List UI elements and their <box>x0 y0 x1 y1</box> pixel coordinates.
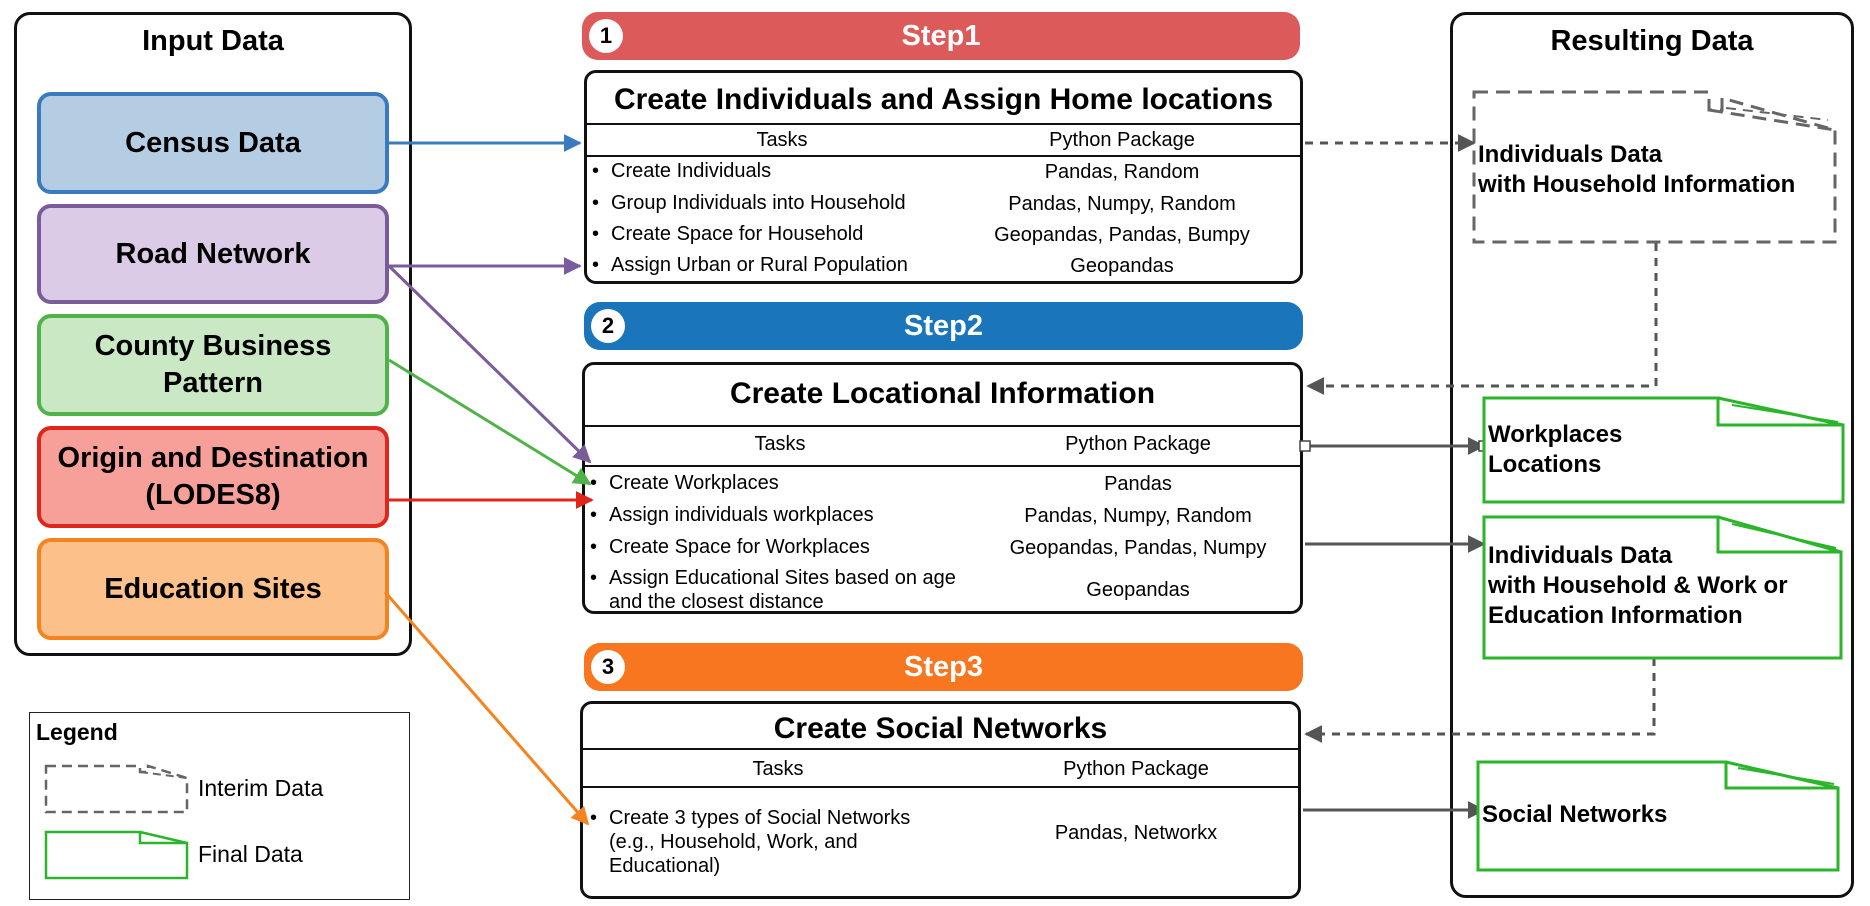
source-census-data: Census Data <box>37 92 389 194</box>
legend-interim-label: Interim Data <box>198 775 324 801</box>
legend-final-icon <box>44 830 189 880</box>
output-interim-label: Individuals Data with Household Informat… <box>1478 141 1796 198</box>
output-individuals-label: Individuals Data with Household & Work o… <box>1488 542 1788 629</box>
step3-banner: 3 Step3 <box>584 643 1303 691</box>
step3-divider-header <box>583 786 1298 788</box>
step2-task: Assign individuals workplaces <box>590 503 874 527</box>
legend-interim-icon <box>44 764 189 814</box>
step2-banner: 2 Step2 <box>584 302 1303 350</box>
step3-number-badge: 3 <box>591 650 625 684</box>
arrow-education-to-step3 <box>383 591 590 826</box>
step2-package-header: Python Package <box>1065 433 1211 455</box>
step2-task: Assign Educational Sites based on age an… <box>590 566 956 614</box>
step3-label: Step3 <box>904 650 983 683</box>
step2-label: Step2 <box>904 309 983 342</box>
legend-title: Legend <box>36 719 118 745</box>
interim-data-document <box>1472 90 1837 244</box>
arrow-road-to-step2 <box>387 264 592 464</box>
step3-title: Create Social Networks <box>773 712 1108 745</box>
step3-divider-top <box>583 748 1298 750</box>
step1-package-header: Python Package <box>1049 129 1195 151</box>
step1-task: Create Space for Household <box>592 222 863 246</box>
arrow-individuals-to-step3 <box>1304 658 1656 743</box>
step1-package: Pandas, Numpy, Random <box>1008 193 1236 215</box>
step2-divider-top <box>585 425 1300 427</box>
resulting-data-title: Resulting Data <box>1550 25 1754 57</box>
step1-task: Group Individuals into Household <box>592 191 906 215</box>
source-origin-destination: Origin and Destination (LODES8) <box>37 426 389 528</box>
step1-tasks-header: Tasks <box>756 129 808 151</box>
input-data-title: Input Data <box>142 25 284 57</box>
step1-task: Assign Urban or Rural Population <box>592 253 908 277</box>
source-education-sites: Education Sites <box>37 538 389 640</box>
step1-label: Step1 <box>901 19 981 52</box>
step1-package: Geopandas <box>1070 255 1174 277</box>
connector-handle <box>1299 440 1311 452</box>
step1-divider-top <box>587 123 1300 125</box>
step3-package-header: Python Package <box>1063 758 1209 780</box>
source-county-business-pattern: County Business Pattern <box>37 314 389 416</box>
arrow-interim-to-step2 <box>1306 243 1658 395</box>
step2-package: Geopandas <box>1086 579 1190 601</box>
step1-number-badge: 1 <box>589 19 623 53</box>
step1-package: Geopandas, Pandas, Bumpy <box>994 224 1250 246</box>
step1-box: Create Individuals and Assign Home locat… <box>584 70 1303 284</box>
legend-final-label: Final Data <box>198 841 303 867</box>
step2-package: Pandas, Numpy, Random <box>1024 505 1252 527</box>
step1-package: Pandas, Random <box>1044 161 1200 183</box>
step1-title: Create Individuals and Assign Home locat… <box>613 83 1274 116</box>
output-workplaces-label: Workplaces Locations <box>1488 421 1623 478</box>
step2-package: Geopandas, Pandas, Numpy <box>1009 537 1267 559</box>
step2-tasks-header: Tasks <box>754 433 806 455</box>
step3-box: Create Social Networks Tasks Python Pack… <box>580 701 1301 899</box>
step2-title: Create Locational Information <box>729 377 1156 410</box>
step3-package: Pandas, Networkx <box>1054 822 1218 844</box>
step1-task: Create Individuals <box>592 159 771 183</box>
step1-banner: 1 Step1 <box>582 12 1300 60</box>
step2-package: Pandas <box>1104 473 1172 495</box>
step2-task: Create Space for Workplaces <box>590 535 870 559</box>
step2-box: Create Locational Information Tasks Pyth… <box>582 362 1303 614</box>
final-doc-workplaces <box>1482 396 1845 504</box>
arrow-cbp-to-step2 <box>388 358 592 486</box>
step2-divider-header <box>585 465 1300 467</box>
step1-divider-header <box>587 155 1300 157</box>
step3-task: Create 3 types of Social Networks (e.g.,… <box>590 806 910 878</box>
source-road-network: Road Network <box>37 204 389 304</box>
output-social-networks-label: Social Networks <box>1482 801 1668 828</box>
step2-task: Create Workplaces <box>590 471 779 495</box>
step2-number-badge: 2 <box>591 309 625 343</box>
final-doc-social-networks <box>1476 760 1840 872</box>
final-doc-individuals <box>1482 515 1843 660</box>
step3-tasks-header: Tasks <box>752 758 804 780</box>
